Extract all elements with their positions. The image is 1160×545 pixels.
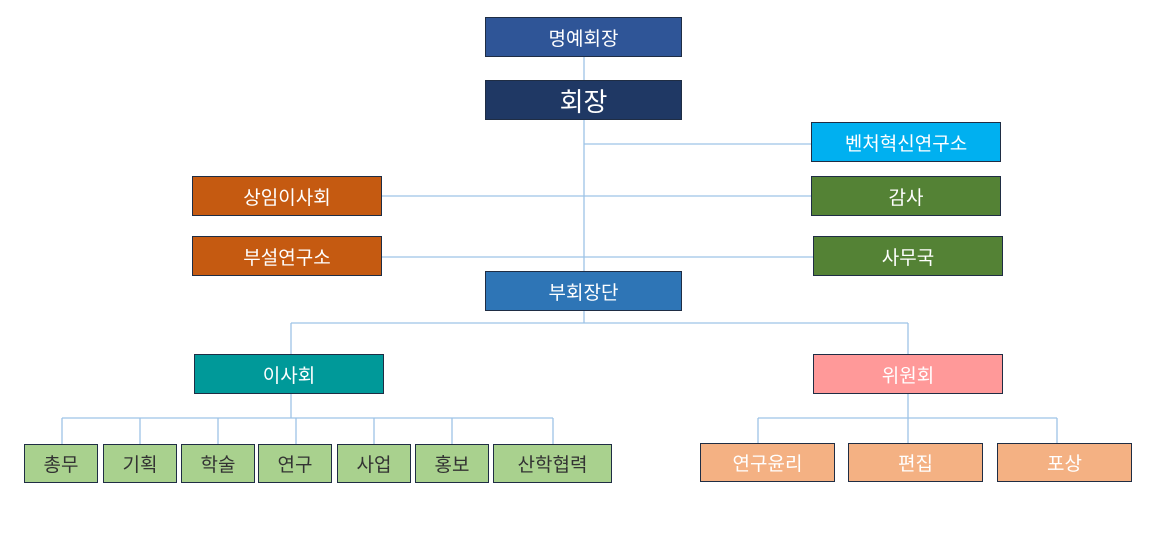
board-division-node: 학술 <box>181 444 255 483</box>
affiliated-institute-node: 부설연구소 <box>192 236 382 276</box>
board-division-node: 연구 <box>258 444 332 483</box>
honorary-chairman-node: 명예회장 <box>485 17 682 57</box>
board-division-node: 총무 <box>24 444 98 483</box>
board-division-node: 기획 <box>103 444 177 483</box>
committee-division-node: 포상 <box>997 443 1132 482</box>
committee-division-node: 연구윤리 <box>700 443 835 482</box>
audit-node: 감사 <box>811 176 1001 216</box>
board-node: 이사회 <box>194 354 384 394</box>
board-division-node: 홍보 <box>415 444 489 483</box>
board-division-node: 사업 <box>337 444 411 483</box>
committee-node: 위원회 <box>813 354 1003 394</box>
chairman-node: 회장 <box>485 80 682 120</box>
venture-institute-node: 벤처혁신연구소 <box>811 122 1001 162</box>
committee-division-node: 편집 <box>848 443 983 482</box>
standing-board-node: 상임이사회 <box>192 176 382 216</box>
board-division-node: 산학협력 <box>493 444 612 483</box>
secretariat-node: 사무국 <box>813 236 1003 276</box>
vice-chairmen-node: 부회장단 <box>485 271 682 311</box>
